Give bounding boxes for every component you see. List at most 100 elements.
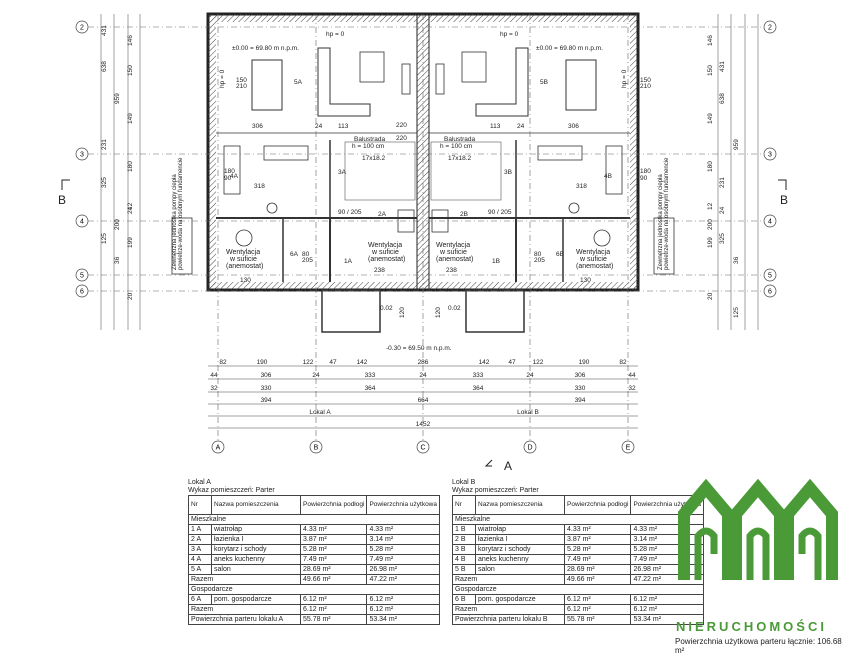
table-cell: 7.49 m² xyxy=(366,554,440,565)
balustrade-label: Balustrada xyxy=(354,136,385,143)
dimension: 120 xyxy=(435,307,442,318)
dimension: 394 xyxy=(261,397,272,404)
dimension: 333 xyxy=(365,372,376,379)
heat-pump-note: powietrze-woda na osobnym fundamencie xyxy=(664,157,670,270)
table-cell: aneks kuchenny xyxy=(475,554,565,565)
table-cell: 6.12 m² xyxy=(299,594,368,605)
section-mark: A xyxy=(504,459,512,470)
dimension: 47 xyxy=(508,359,516,366)
dimension: 32 xyxy=(628,385,636,392)
dimension: 24 xyxy=(719,206,726,214)
three-houses-logo xyxy=(678,478,838,580)
grid-bubble: D xyxy=(523,440,537,454)
sum-label: Razem xyxy=(188,604,301,615)
grid-bubble-label: D xyxy=(527,445,532,452)
table-subtitle: Wykaz pomieszczeń: Parter xyxy=(452,487,539,494)
dimension: 20 xyxy=(707,292,714,300)
table-cell: 4.33 m² xyxy=(299,524,368,535)
dimension: 24 xyxy=(419,372,427,379)
dimension: 180 xyxy=(707,161,714,172)
sum-value: 6.12 m² xyxy=(563,604,632,615)
dimension: 231 xyxy=(101,139,108,150)
dimension: 149 xyxy=(707,113,714,124)
stair-label: 17x18.2 xyxy=(362,155,386,162)
window-code: 80 xyxy=(302,251,310,258)
table-cell: 3 A xyxy=(188,544,212,555)
grid-bubble-label: 2 xyxy=(768,25,772,32)
dimension: 24 xyxy=(315,123,323,130)
grid-bubble-label: 4 xyxy=(80,219,84,226)
dimension: 125 xyxy=(101,233,108,244)
dimension: 12 xyxy=(707,202,714,210)
table-cell: 3.14 m² xyxy=(366,534,440,545)
table-cell: 7.49 m² xyxy=(299,554,368,565)
dimension: 306 xyxy=(575,372,586,379)
dimension: 36 xyxy=(114,256,121,264)
heat-pump-note: Zewnętrzna jednostka pompy ciepła xyxy=(658,174,664,270)
dimension: 431 xyxy=(101,25,108,36)
door-code: 90 / 205 xyxy=(338,209,362,216)
grid-bubble-label: 3 xyxy=(80,152,84,159)
ventilation-label: w suficie xyxy=(371,249,399,256)
col-header: Nazwa pomieszczenia xyxy=(211,495,301,515)
balustrade-label: Balustrada xyxy=(444,136,475,143)
dimension: 47 xyxy=(329,359,337,366)
table-cell: pom. gospodarcze xyxy=(211,594,301,605)
table-cell: 28.69 m² xyxy=(563,564,632,575)
level-mark: hp = 0 xyxy=(621,69,628,88)
group-label: Gospodarcze xyxy=(452,584,704,595)
dimension: Lokal A xyxy=(309,409,331,416)
dimension: 959 xyxy=(733,139,740,150)
dimension: 306 xyxy=(261,372,272,379)
dimension: 318 xyxy=(576,183,587,190)
section-mark: B xyxy=(780,193,788,207)
table-cell: 3.87 m² xyxy=(563,534,632,545)
table-cell: 5.28 m² xyxy=(299,544,368,555)
dimension: 220 xyxy=(396,135,407,142)
total-value: 53.34 m² xyxy=(630,614,704,625)
table-cell: korytarz i schody xyxy=(475,544,565,555)
ventilation-label: w suficie xyxy=(579,256,607,263)
window-code: 150 xyxy=(236,77,247,84)
total-value: 53.34 m² xyxy=(366,614,440,625)
dimension: 364 xyxy=(365,385,376,392)
balustrade-label: h = 100 cm xyxy=(440,143,472,150)
total-usable-area: Powierzchnia użytkowa parteru łącznie: 1… xyxy=(673,637,854,655)
ventilation-label: w suficie xyxy=(439,249,467,256)
room-tag: 2A xyxy=(378,211,387,218)
ventilation-label: Wentylacja xyxy=(226,249,260,256)
grid-bubble-label: 5 xyxy=(80,273,84,280)
col-header: Powierzchnia użytkowa xyxy=(366,495,440,515)
dimension: 113 xyxy=(490,123,501,130)
table-cell: 4 A xyxy=(188,554,212,565)
grid-bubble-label: C xyxy=(420,445,425,452)
dimension: 199 xyxy=(127,237,134,248)
sill-level: 0.02 xyxy=(448,305,461,312)
table-cell: 6 A xyxy=(188,594,212,605)
ventilation-label: w suficie xyxy=(229,256,257,263)
dimension: 82 xyxy=(219,359,227,366)
dimension: 130 xyxy=(240,277,251,284)
sill-level: 0.02 xyxy=(380,305,393,312)
ventilation-label: (anemostat) xyxy=(368,256,405,263)
level-mark: hp = 0 xyxy=(219,69,226,88)
col-header: Powierzchnia podłogi xyxy=(563,495,632,515)
table-cell: korytarz i schody xyxy=(211,544,301,555)
room-tag: 6A xyxy=(290,251,299,258)
heat-pump-note: Zewnętrzna jednostka pompy ciepła xyxy=(172,174,178,270)
dimension: 120 xyxy=(399,307,406,318)
grid-bubble: 6 xyxy=(763,284,777,298)
table-cell: 5.28 m² xyxy=(366,544,440,555)
grid-bubble: 2 xyxy=(763,20,777,34)
ventilation-label: (anemostat) xyxy=(576,263,613,270)
room-tag: 2B xyxy=(460,211,468,218)
table-cell: 5 A xyxy=(188,564,212,575)
dimension: 190 xyxy=(257,359,268,366)
room-tag: 3A xyxy=(338,169,347,176)
